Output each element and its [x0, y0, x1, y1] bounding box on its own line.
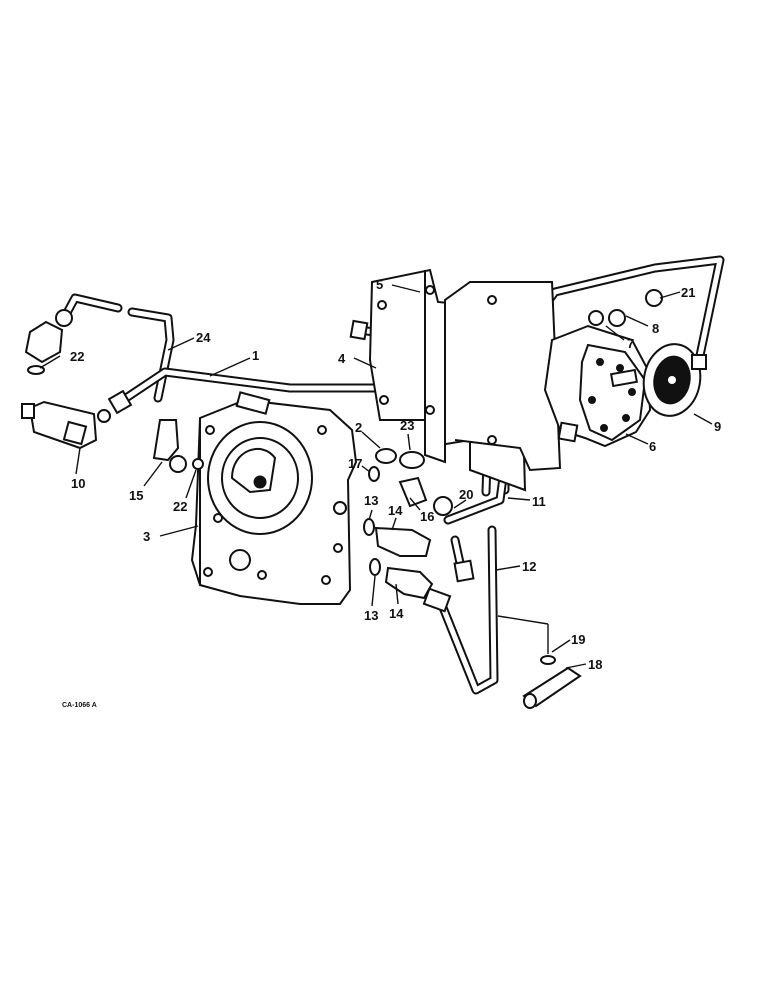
leader-lines — [39, 284, 713, 669]
callout-22-lower: 22 — [173, 499, 187, 514]
callout-6: 6 — [649, 439, 656, 454]
callout-labels: 1 2 3 4 5 6 7 8 9 10 11 12 13 13 14 14 1… — [70, 277, 721, 672]
fittings — [24, 309, 707, 709]
callout-20: 20 — [459, 487, 473, 502]
callout-1: 1 — [252, 348, 259, 363]
callout-4: 4 — [338, 351, 346, 366]
callout-24: 24 — [196, 330, 211, 345]
callout-19: 19 — [571, 632, 585, 647]
callout-17: 17 — [348, 456, 362, 471]
callout-8: 8 — [652, 321, 659, 336]
callout-16: 16 — [420, 509, 434, 524]
callout-5: 5 — [376, 277, 383, 292]
pulley-9 — [642, 343, 702, 417]
callout-21: 21 — [681, 285, 695, 300]
callout-23: 23 — [400, 418, 414, 433]
pipe-12 — [435, 525, 499, 695]
callout-22-upper: 22 — [70, 349, 84, 364]
mounting-plate-5 — [368, 268, 562, 492]
callout-12: 12 — [522, 559, 536, 574]
callout-14-upper: 14 — [388, 503, 403, 518]
callout-9: 9 — [714, 419, 721, 434]
callout-7: 7 — [627, 336, 634, 351]
valve-10 — [21, 400, 111, 450]
callout-2: 2 — [355, 420, 362, 435]
figure-code: CA-1066 A — [62, 702, 97, 709]
callout-3: 3 — [143, 529, 150, 544]
callout-18: 18 — [588, 657, 602, 672]
callout-13-upper: 13 — [364, 493, 378, 508]
callout-11: 11 — [532, 494, 546, 509]
callout-14-lower: 14 — [389, 606, 404, 621]
pump-body-3 — [190, 391, 358, 605]
callout-13-lower: 13 — [364, 608, 378, 623]
callout-15: 15 — [129, 488, 143, 503]
callout-10: 10 — [71, 476, 85, 491]
